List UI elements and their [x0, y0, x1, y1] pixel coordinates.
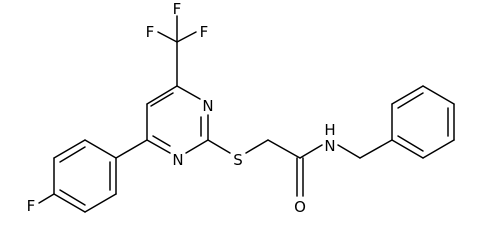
- bond-n3-c4: [176, 85, 201, 100]
- atom-f-cf3-right: F: [200, 23, 209, 41]
- bonds: [38, 15, 455, 213]
- bond-ar-2: [84, 193, 117, 213]
- bond-ar-inner-3: [59, 146, 86, 163]
- bond-ph-6: [391, 139, 424, 159]
- bond-c6-n1-double: [152, 135, 171, 147]
- bond-c4-c5-double: [150, 92, 174, 107]
- bond-c2-s: [207, 139, 231, 154]
- bond-ph-inner-1: [397, 92, 424, 109]
- bond-ph-inner-3: [397, 135, 424, 152]
- bond-ar-5: [53, 139, 86, 159]
- atom-f-cf3-top: F: [173, 0, 182, 18]
- atom-labels: F F F N N S H N O F: [27, 0, 336, 216]
- bond-s-ch2: [245, 139, 269, 154]
- bond-ph-5: [422, 139, 455, 159]
- bond-cf3-f-left: [157, 31, 178, 43]
- bond-ch2-ph: [359, 139, 393, 159]
- bond-ar-inner-2: [59, 189, 86, 206]
- atom-h-amide: H: [324, 121, 335, 139]
- bond-c6-n1: [146, 139, 171, 154]
- bond-c6-ar: [115, 139, 148, 159]
- bond-ch2-co: [267, 139, 301, 159]
- bond-n-ch2: [337, 144, 361, 159]
- atom-f-cf3-left: F: [146, 23, 155, 41]
- bond-co-n: [299, 144, 323, 159]
- bond-ar-6: [84, 139, 117, 159]
- atom-s-thioether: S: [233, 151, 243, 169]
- bond-n1-c2: [185, 139, 209, 154]
- bond-ar-3: [53, 193, 86, 213]
- bond-c4-c5: [146, 85, 178, 105]
- atom-n-ring-bottom: N: [172, 151, 183, 169]
- atom-n-amide: N: [324, 137, 335, 155]
- atom-o-carbonyl: O: [294, 198, 306, 216]
- bond-ar-f: [38, 193, 55, 204]
- bond-ph-2: [391, 85, 424, 105]
- atom-n-ring-top: N: [202, 97, 213, 115]
- atom-f-aryl: F: [27, 197, 36, 215]
- bond-ph-3: [422, 85, 455, 105]
- bond-cf3-f-right: [176, 31, 197, 43]
